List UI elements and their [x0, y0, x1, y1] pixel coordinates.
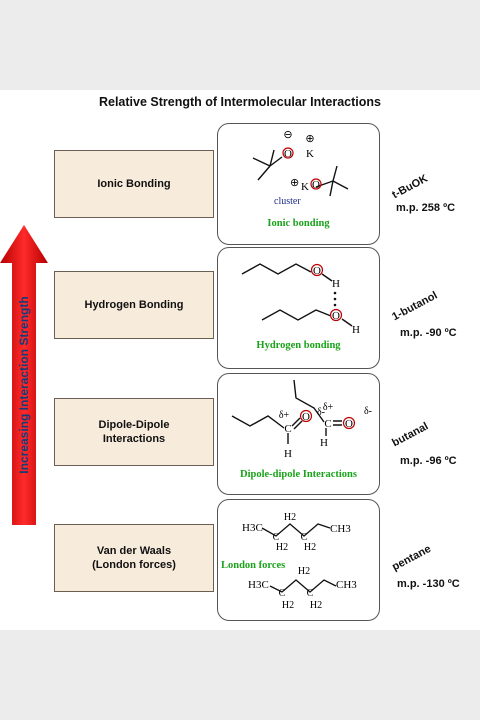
compound-name: pentane	[390, 542, 434, 574]
methylene-label: H2	[304, 542, 316, 553]
category-label: Ionic Bonding	[97, 178, 171, 190]
melting-point: m.p. -130 ºC	[397, 578, 460, 590]
compound-name: 1-butanol	[390, 289, 440, 324]
methyl-label: H3C	[242, 522, 263, 534]
molecule-box-pentane: H3C C H2 C CH3 H2 H2 H3C C H2 C CH3 H2 H…	[217, 499, 380, 621]
molecule-box-butanal: C δ+ O δ- H C δ+ O δ- H Dipole-dipole In…	[217, 373, 380, 495]
methylene-label: H2	[284, 512, 296, 523]
category-hydrogen-bonding: Hydrogen Bonding	[54, 271, 214, 339]
carbon-label: C	[284, 423, 291, 435]
melting-point: m.p. -96 ºC	[400, 455, 457, 467]
methylene-label: H2	[310, 600, 322, 611]
potassium-label: K	[301, 181, 309, 193]
category-label-line2: (London forces)	[92, 559, 176, 571]
hydrogen-label: H	[352, 324, 360, 336]
delta-minus-label: δ-	[317, 407, 325, 418]
butanol-structure: O H O H	[241, 263, 360, 336]
cluster-label: cluster	[274, 196, 301, 207]
category-ionic-bonding: Ionic Bonding	[54, 150, 214, 218]
hydrogen-label: H	[320, 437, 328, 449]
minus-charge: ⊖	[283, 129, 292, 141]
tbuok-structure: O ⊖ ⊕ K ⊕ K O cluster	[252, 129, 349, 207]
category-label: Hydrogen Bonding	[84, 299, 184, 311]
carbon-label: C	[301, 532, 308, 543]
potassium-label: K	[306, 148, 314, 160]
molecule-box-butanol: O H O H Hydrogen bonding	[217, 247, 380, 369]
figure-title: Relative Strength of Intermolecular Inte…	[98, 95, 381, 109]
category-van-der-waals: Van der Waals (London forces)	[54, 524, 214, 592]
molecule-caption: Ionic bonding	[267, 218, 330, 229]
carbon-label: C	[273, 532, 280, 543]
category-label-line1: Van der Waals	[96, 545, 172, 557]
delta-plus-label: δ+	[279, 410, 290, 421]
methyl-label: CH3	[336, 579, 357, 591]
molecule-box-tbuok: O ⊖ ⊕ K ⊕ K O cluster Ionic bonding	[217, 123, 380, 245]
bottom-gray-band	[0, 630, 480, 720]
oxygen-label: O	[313, 265, 321, 277]
carbon-label: C	[279, 588, 286, 599]
hydrogen-label: H	[284, 448, 292, 460]
methylene-label: H2	[282, 600, 294, 611]
pentane-structure: H3C C H2 C CH3 H2 H2 H3C C H2 C CH3 H2 H…	[242, 512, 357, 611]
category-label-line2: Interactions	[102, 433, 166, 445]
oxygen-label: O	[302, 411, 310, 423]
arrow-shape	[0, 225, 48, 525]
delta-minus-label: δ-	[364, 406, 372, 417]
plus-charge: ⊕	[290, 177, 299, 189]
category-dipole-dipole: Dipole-Dipole Interactions	[54, 398, 214, 466]
carbon-label: C	[324, 418, 331, 430]
delta-plus-label: δ+	[323, 402, 334, 413]
oxygen-label: O	[284, 148, 292, 160]
methyl-label: H3C	[248, 579, 269, 591]
molecule-caption: London forces	[221, 560, 286, 571]
compound-name: butanal	[390, 420, 431, 450]
plus-charge: ⊕	[305, 133, 314, 145]
top-gray-band	[0, 0, 480, 90]
melting-point: m.p. -90 ºC	[400, 327, 457, 339]
molecule-caption: Hydrogen bonding	[256, 340, 341, 351]
oxygen-label: O	[312, 179, 320, 191]
butanal-structure: C δ+ O δ- H C δ+ O δ- H	[231, 379, 372, 460]
hydrogen-label: H	[332, 278, 340, 290]
molecule-caption: Dipole-dipole Interactions	[240, 469, 357, 480]
methylene-label: H2	[276, 542, 288, 553]
carbon-label: C	[307, 588, 314, 599]
compound-name: t-BuOK	[390, 172, 430, 202]
melting-point: m.p. 258 ºC	[396, 202, 456, 214]
oxygen-label: O	[345, 418, 353, 430]
strength-arrow	[0, 225, 48, 525]
methylene-label: H2	[298, 566, 310, 577]
methyl-label: CH3	[330, 523, 351, 535]
category-label-line1: Dipole-Dipole	[98, 419, 170, 431]
hydrogen-bond-dots	[333, 291, 337, 307]
arrow-label: Increasing Interaction Strength	[17, 296, 31, 474]
oxygen-label: O	[332, 310, 340, 322]
